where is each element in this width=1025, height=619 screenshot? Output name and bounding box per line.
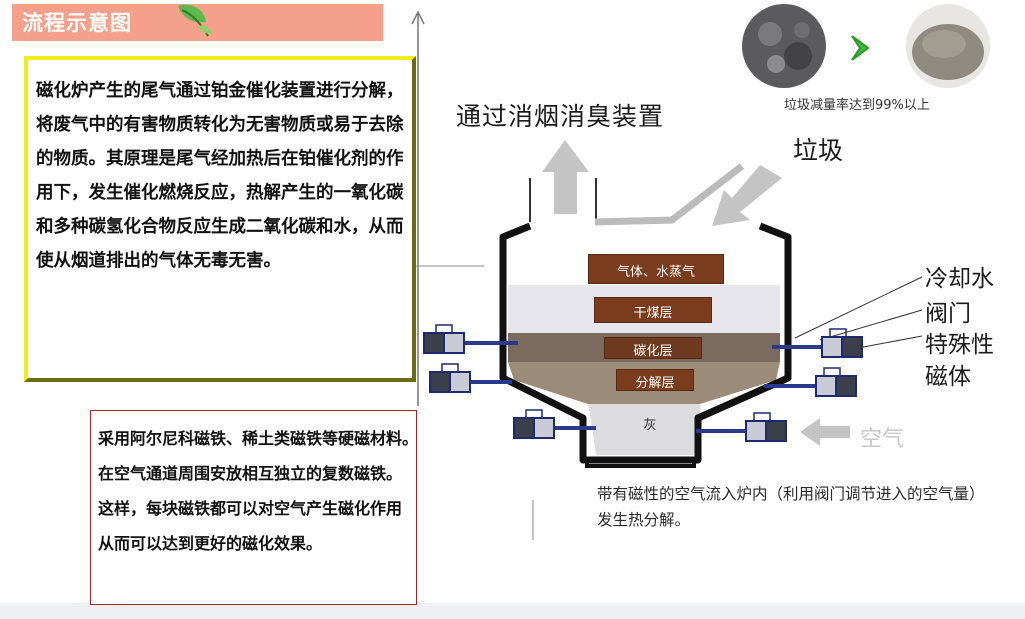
reduction-rate-label: 垃圾减量率达到99%以上 xyxy=(784,98,930,113)
layer-ash-label: 灰 xyxy=(643,418,657,433)
exhaust-explanation-box xyxy=(24,56,416,382)
garbage-label: 垃圾 xyxy=(793,136,844,165)
special-magnet-label: 特殊性 xyxy=(925,332,994,358)
magnet-explanation-box xyxy=(90,410,417,605)
leader-lines xyxy=(794,276,923,349)
footer-strip xyxy=(0,603,1025,619)
garbage-before-image xyxy=(742,4,826,88)
magnet-line: 这样，每块磁铁都可以对空气产生磁化作用 xyxy=(98,499,403,518)
magnet-explanation-text: 采用阿尔尼科磁铁、稀土类磁铁等硬磁材料。 在空气通道周围安放相互独立的复数磁铁。… xyxy=(98,421,414,561)
magnet-line: 从而可以达到更好的磁化效果。 xyxy=(98,534,323,553)
exhaust-explanation-text: 磁化炉产生的尾气通过铂金催化装置进行分解，将废气中的有害物质转化为无害物质或易于… xyxy=(36,81,404,271)
magnet-unit xyxy=(764,367,857,397)
left-magnets xyxy=(423,324,596,439)
leaf-icon xyxy=(178,4,212,37)
exhaust-label: 通过消烟消臭装置 xyxy=(456,102,665,131)
magnet-unit xyxy=(772,328,863,358)
divider-arrow xyxy=(411,10,425,406)
garbage-after-image xyxy=(906,4,990,88)
layer-decompose-label: 分解层 xyxy=(635,376,675,391)
air-arrow xyxy=(800,418,850,446)
magnet-unit xyxy=(696,412,787,442)
magnet-line: 采用阿尔尼科磁铁、稀土类磁铁等硬磁材料。 xyxy=(98,429,414,448)
layer-dry-box xyxy=(594,297,712,323)
valve-label: 阀门 xyxy=(925,301,971,327)
layer-gas-label: 气体、水蒸气 xyxy=(616,265,695,280)
magnet-unit xyxy=(429,363,512,393)
exhaust-arrow xyxy=(529,140,597,222)
right-magnets xyxy=(696,328,863,442)
air-label: 空气 xyxy=(860,427,905,452)
layer-dry-label: 干煤层 xyxy=(633,306,673,321)
cooling-water-label: 冷却水 xyxy=(925,266,994,292)
garbage-arrow xyxy=(594,163,782,226)
page-title: 流程示意图 xyxy=(22,11,132,35)
layer-carbon-box xyxy=(604,337,702,359)
air-caption: 带有磁性的空气流入炉内（利用阀门调节进入的空气量）发生热分解。 xyxy=(597,485,985,529)
special-magnet-label: 磁体 xyxy=(925,364,971,390)
layer-gas-box xyxy=(588,254,724,284)
furnace-wall xyxy=(499,222,792,468)
magnet-unit xyxy=(423,324,518,354)
green-arrow-icon xyxy=(851,35,870,61)
layer-carbon-label: 碳化层 xyxy=(633,344,673,359)
magnet-unit xyxy=(513,409,596,439)
layer-decompose-box xyxy=(616,369,694,391)
magnet-line: 在空气通道周围安放相互独立的复数磁铁。 xyxy=(98,464,403,483)
